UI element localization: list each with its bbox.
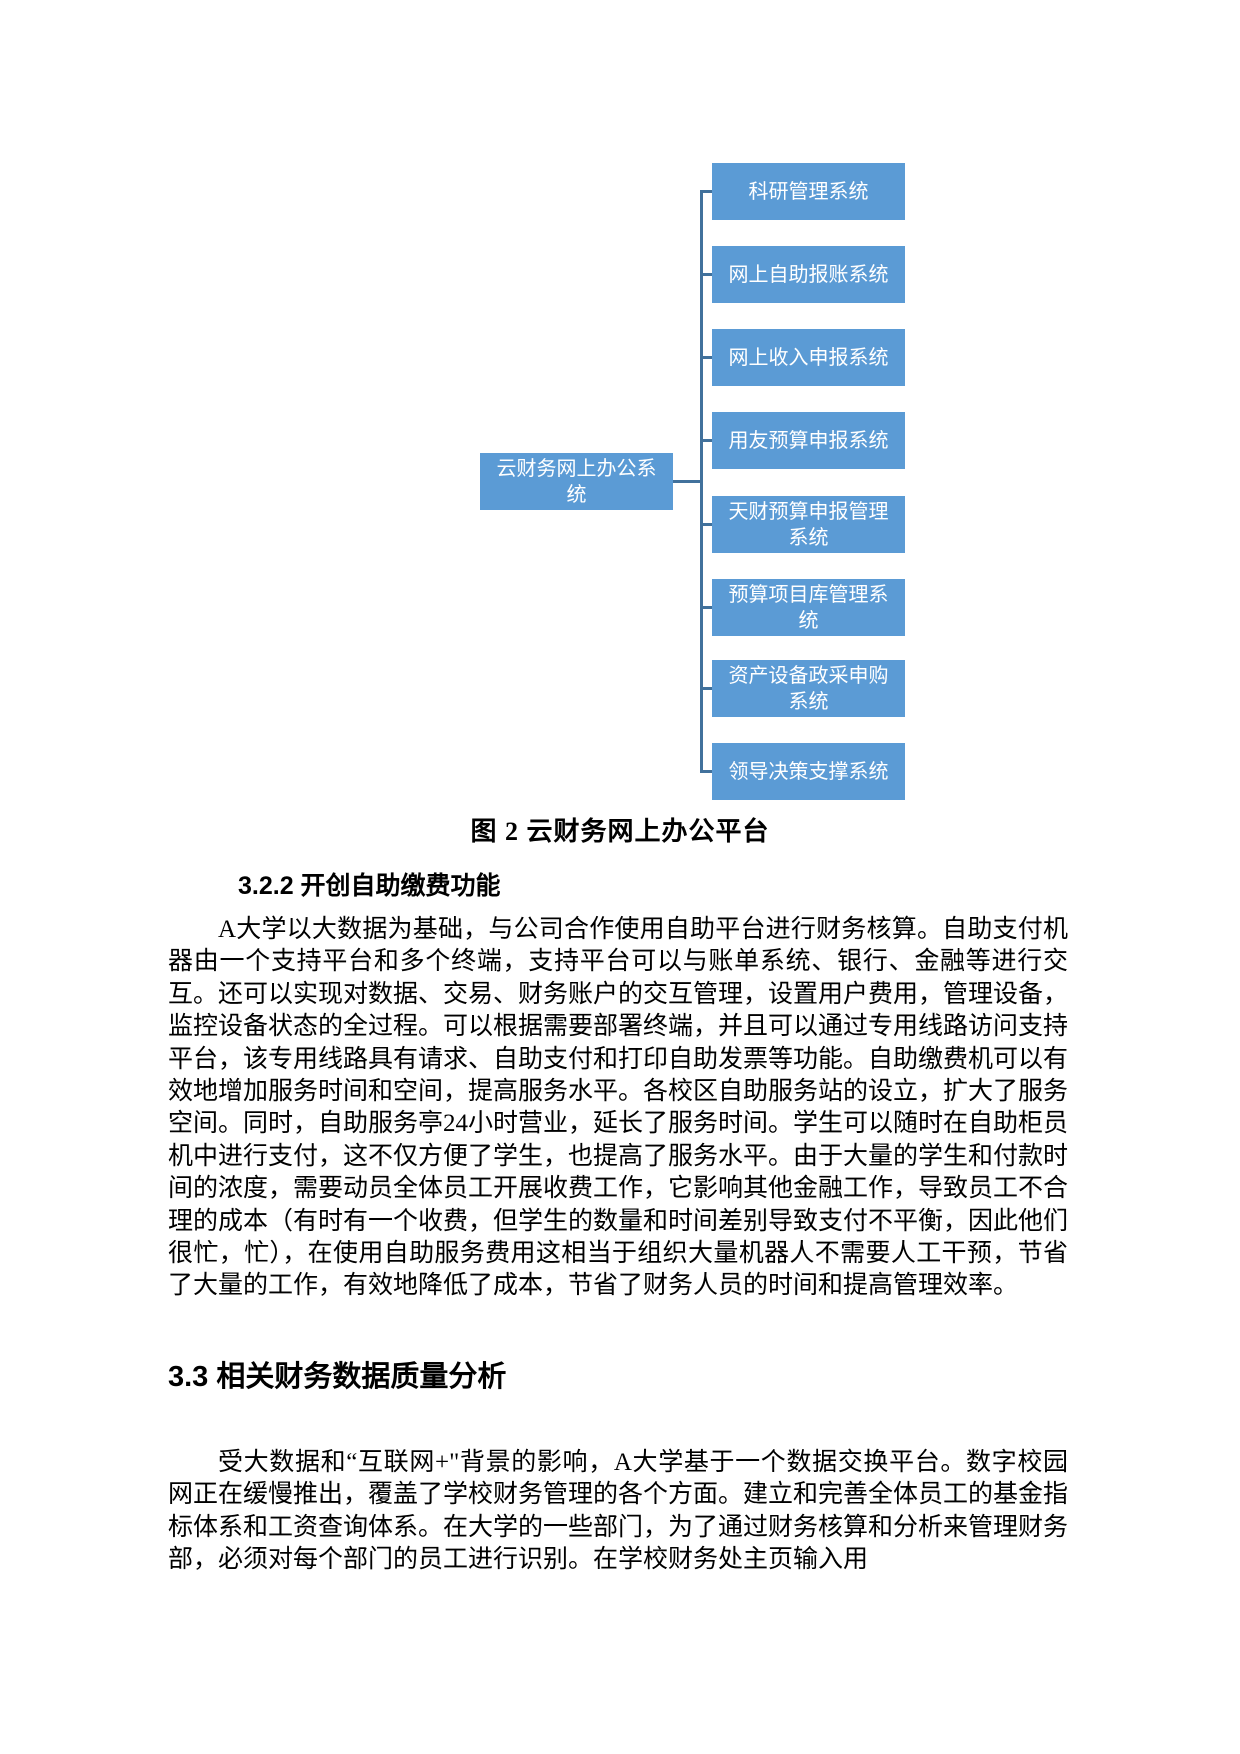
connector-stub: [700, 606, 713, 609]
connector-root-line: [673, 480, 700, 483]
connector-stub: [700, 190, 713, 193]
connector-stub: [700, 356, 713, 359]
connector-stub: [700, 523, 713, 526]
diagram-root-node: 云财务网上办公系统: [480, 453, 673, 510]
diagram-node: 资产设备政采申购系统: [712, 660, 905, 717]
paragraph: 受大数据和“互联网+"背景的影响，A大学基于一个数据交换平台。数字校园网正在缓慢…: [168, 1448, 1069, 1574]
diagram-node: 网上自助报账系统: [712, 246, 905, 303]
diagram-node: 科研管理系统: [712, 163, 905, 220]
diagram-node: 网上收入申报系统: [712, 329, 905, 386]
connector-stub: [700, 687, 713, 690]
diagram-node: 领导决策支撑系统: [712, 743, 905, 800]
connector-stub: [700, 439, 713, 442]
diagram-node: 用友预算申报系统: [712, 412, 905, 469]
section-heading-322: 3.2.2 开创自助缴费功能: [238, 872, 501, 900]
diagram-node: 预算项目库管理系统: [712, 579, 905, 636]
figure-caption: 图 2 云财务网上办公平台: [470, 817, 770, 846]
document-body: 3.2.2 开创自助缴费功能 A大学以大数据为基础，与公司合作使用自助平台进行财…: [0, 866, 1240, 1577]
connector-trunk: [700, 190, 703, 773]
connector-stub: [700, 273, 713, 276]
paragraph: A大学以大数据为基础，与公司合作使用自助平台进行财务核算。自助支付机器由一个支持…: [168, 916, 1069, 1300]
section-heading-33: 3.3 相关财务数据质量分析: [168, 1360, 507, 1393]
connector-stub: [700, 770, 713, 773]
diagram-node: 天财预算申报管理系统: [712, 496, 905, 553]
figure-diagram: 云财务网上办公系统 科研管理系统 网上自助报账系统 网上收入申报系统 用友预算申…: [0, 0, 1240, 805]
